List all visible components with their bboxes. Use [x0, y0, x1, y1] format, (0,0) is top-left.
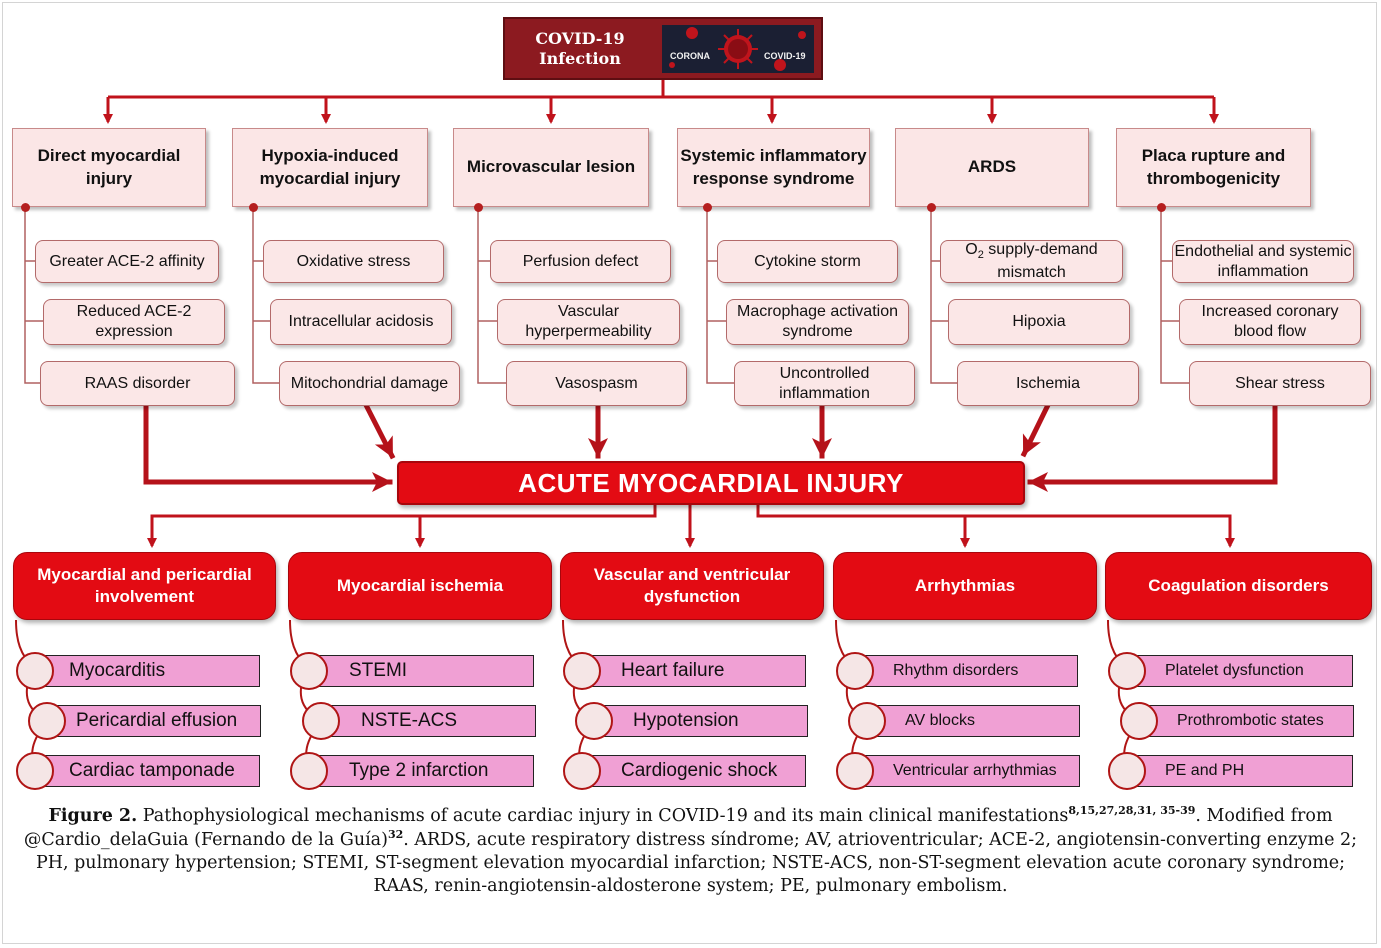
mechanism-item: Vascular hyperpermeability [497, 299, 680, 345]
category-ards: ARDS [895, 128, 1089, 207]
corona-label: CORONA [670, 51, 710, 61]
bullet-circle [28, 702, 66, 740]
citation-superscript-1: 8,15,27,28,31, 35-39 [1068, 804, 1196, 817]
category-hypoxia-induced-injury: Hypoxia-induced myocardial injury [232, 128, 428, 207]
mechanism-item: Mitochondrial damage [279, 361, 460, 406]
manifestation-item: Cardiac tamponade [38, 755, 260, 787]
manifestation-item: Type 2 infarction [318, 755, 534, 787]
connector-dot [1157, 203, 1166, 212]
figure-label: Figure 2. [48, 805, 138, 826]
manifestation-item: Hypotension [602, 705, 808, 737]
figure-caption: Figure 2. Pathophysiological mechanisms … [12, 804, 1369, 898]
category-microvascular-lesion: Microvascular lesion [453, 128, 649, 207]
connector-dot [249, 203, 258, 212]
mechanism-item: Perfusion defect [490, 240, 671, 283]
bullet-circle [16, 652, 54, 690]
mechanism-item: Uncontrolled inflammation [734, 361, 915, 406]
coronavirus-image: CORONA COVID-19 [662, 25, 814, 73]
mechanism-item: RAAS disorder [40, 361, 235, 406]
manifestation-item: PE and PH [1134, 755, 1353, 787]
manifestation-item: Platelet dysfunction [1134, 655, 1353, 687]
caption-part-3: . ARDS, acute respiratory distress síndr… [35, 829, 1358, 896]
o2-mismatch-text: O2 supply-demand mismatch [965, 241, 1098, 281]
connector-dot [927, 203, 936, 212]
mechanism-item: Oxidative stress [263, 240, 444, 283]
mechanism-item-o2-mismatch: O2 supply-demand mismatch [940, 240, 1123, 283]
bullet-circle [848, 702, 886, 740]
manifestation-item: Prothrombotic states [1146, 705, 1354, 737]
mechanism-item: Greater ACE-2 affinity [35, 240, 219, 283]
bullet-circle [575, 702, 613, 740]
category-plaque-rupture: Placa rupture and thrombogenicity [1116, 128, 1311, 207]
mechanism-item: Hipoxia [948, 299, 1130, 345]
manifestation-coagulation: Coagulation disorders [1105, 552, 1372, 620]
bullet-circle [836, 652, 874, 690]
bullet-circle [290, 752, 328, 790]
acute-myocardial-injury-box: ACUTE MYOCARDIAL INJURY [397, 461, 1025, 505]
bullet-circle [1108, 652, 1146, 690]
manifestation-item: Cardiogenic shock [590, 755, 806, 787]
covid19-label: COVID-19 [764, 51, 806, 61]
bullet-circle [302, 702, 340, 740]
caption-part-2: . Modified from @Cardio_delaGuia (Fernan… [23, 805, 1333, 850]
connector-dot [703, 203, 712, 212]
bullet-circle [16, 752, 54, 790]
manifestation-item: Heart failure [590, 655, 806, 687]
bullet-circle [290, 652, 328, 690]
mechanism-item: Increased coronary blood flow [1179, 299, 1361, 345]
bullet-circle [1108, 752, 1146, 790]
citation-superscript-2: 32 [387, 827, 404, 841]
category-direct-myocardial-injury: Direct myocardial injury [12, 128, 206, 207]
connector-dot [21, 203, 30, 212]
manifestation-vascular-ventricular: Vascular and ventricular dysfunction [560, 552, 824, 620]
title-line-1: COVID-19 [535, 29, 625, 49]
virus-icon [662, 25, 814, 73]
mechanism-item: Reduced ACE-2 expression [43, 299, 225, 345]
mechanism-item: Cytokine storm [717, 240, 898, 283]
mechanism-item: Intracellular acidosis [270, 299, 452, 345]
connector-dot [474, 203, 483, 212]
category-sirs: Systemic inflammatory response syndrome [677, 128, 870, 207]
covid-infection-title: COVID-19 Infection CORONA COVID-19 [503, 17, 823, 80]
bullet-circle [836, 752, 874, 790]
bullet-circle [563, 752, 601, 790]
mechanism-item: Ischemia [957, 361, 1139, 406]
manifestation-myocardial-pericardial: Myocardial and pericardial involvement [13, 552, 276, 620]
title-text: COVID-19 Infection [505, 19, 655, 78]
mechanism-item: Shear stress [1189, 361, 1371, 406]
caption-part-1: Pathophysiological mechanisms of acute c… [137, 805, 1069, 826]
mechanism-item: Vasospasm [506, 361, 687, 406]
manifestation-item: Rhythm disorders [862, 655, 1078, 687]
manifestation-item: Ventricular arrhythmias [862, 755, 1080, 787]
manifestation-myocardial-ischemia: Myocardial ischemia [288, 552, 552, 620]
manifestation-item: AV blocks [874, 705, 1080, 737]
title-line-2: Infection [539, 48, 621, 68]
manifestation-arrhythmias: Arrhythmias [833, 552, 1097, 620]
mechanism-item: Macrophage activation syndrome [726, 299, 909, 345]
bullet-circle [563, 652, 601, 690]
bullet-circle [1120, 702, 1158, 740]
mechanism-item: Endothelial and systemic inflammation [1172, 240, 1354, 283]
manifestation-item: STEMI [318, 655, 534, 687]
manifestation-item: Pericardial effusion [45, 705, 261, 737]
manifestation-item: Myocarditis [38, 655, 260, 687]
manifestation-item: NSTE-ACS [330, 705, 536, 737]
